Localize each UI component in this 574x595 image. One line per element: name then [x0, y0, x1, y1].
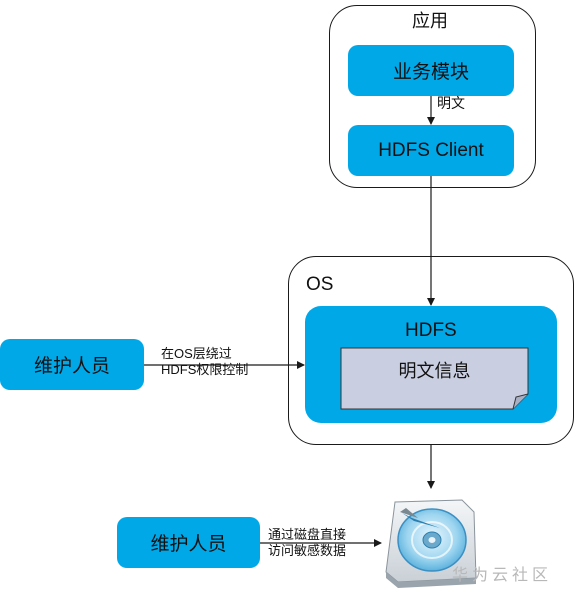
maintainer-box-top: 维护人员: [0, 339, 144, 390]
plaintext-info-label: 明文信息: [398, 361, 471, 381]
disk-access-text-line2: 访问敏感数据: [268, 543, 347, 558]
hdfs-label: HDFS: [405, 320, 457, 341]
document-fold: [512, 393, 529, 410]
os-title: OS: [306, 274, 334, 295]
maintainer-box-bottom: 维护人员: [117, 517, 260, 568]
hdfs-client-box: HDFS Client: [348, 125, 514, 176]
business-module-box: 业务模块: [348, 45, 514, 96]
bypass-text-line1: 在OS层绕过: [161, 346, 232, 361]
disk-access-text-line1: 通过磁盘直接: [268, 527, 347, 542]
plaintext-label: 明文: [437, 95, 465, 111]
bypass-text-line2: HDFS权限控制: [161, 362, 249, 377]
hard-disk-icon: [385, 499, 477, 588]
application-title: 应用: [412, 11, 448, 31]
watermark: 华为云社区: [452, 567, 553, 584]
